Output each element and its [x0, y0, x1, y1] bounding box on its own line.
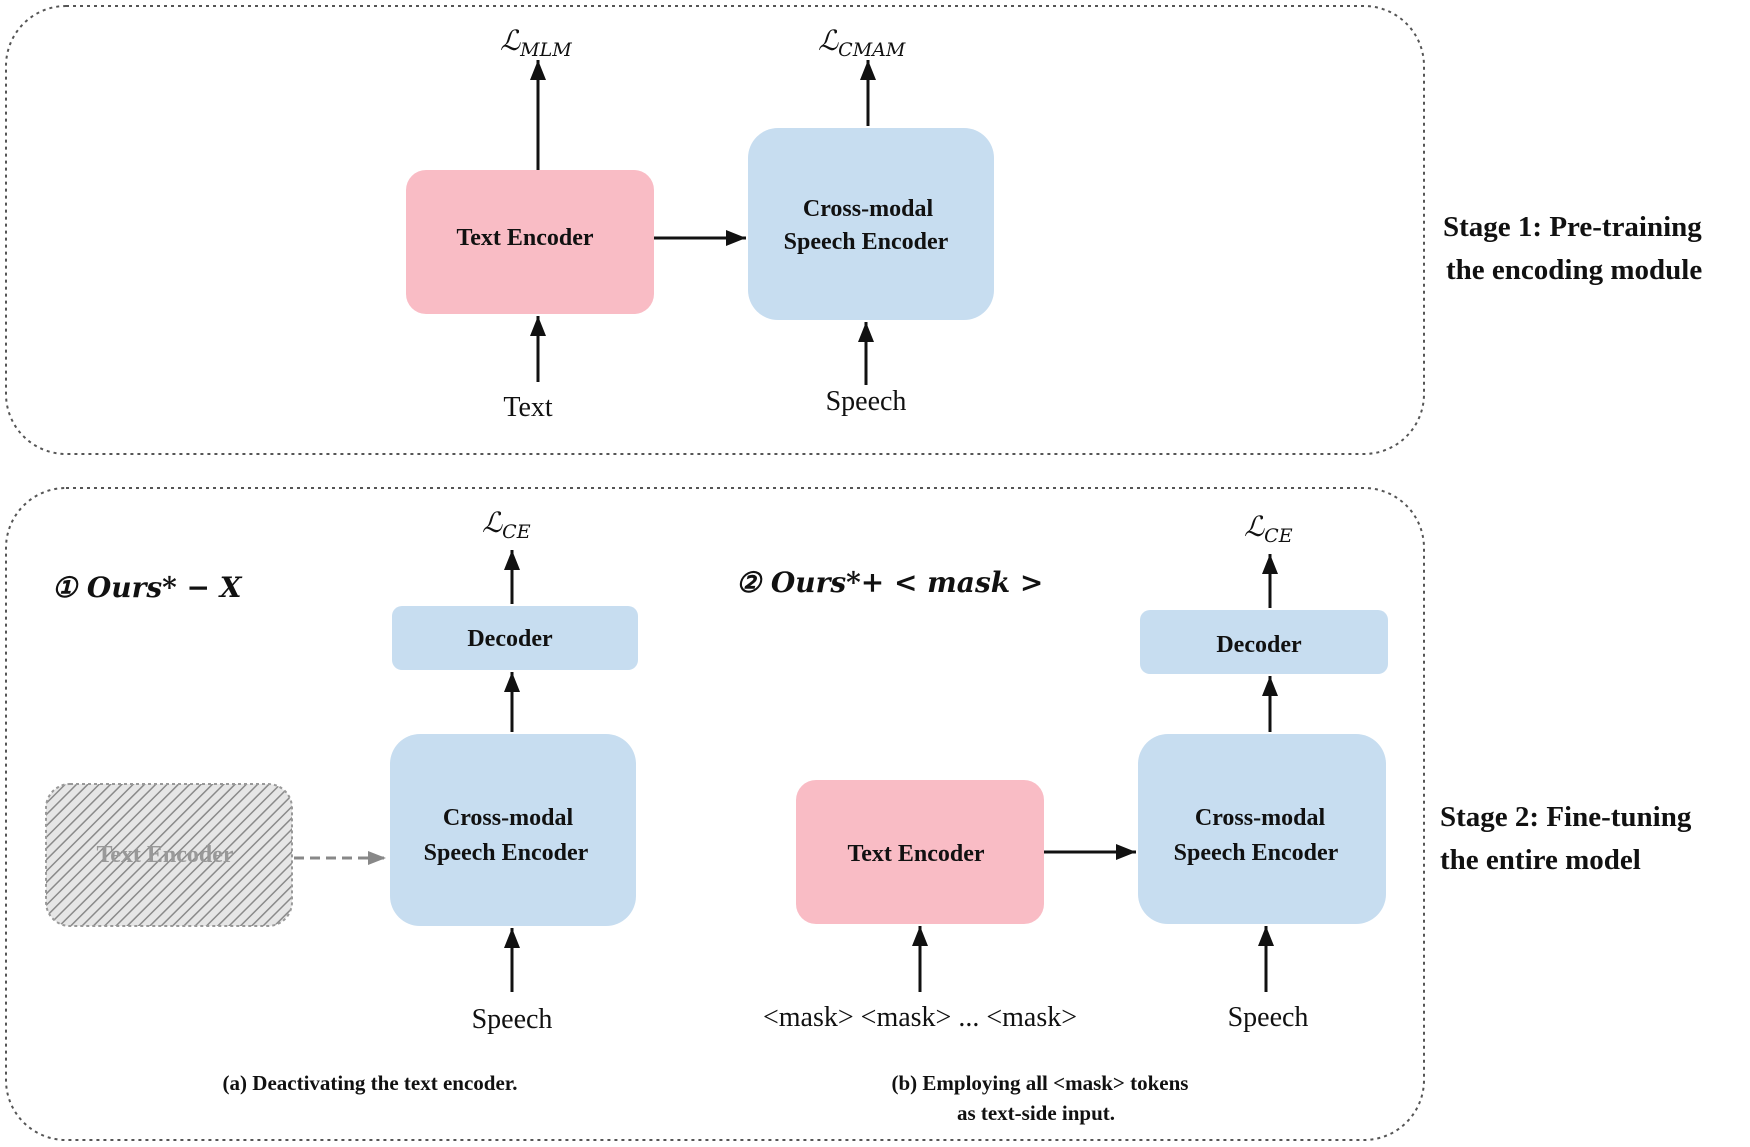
stage1-frame — [5, 5, 1425, 455]
stage2a-speech-encoder-label-line1: Cross-modal — [443, 805, 574, 831]
stage2b-speech-encoder-box — [1138, 734, 1386, 924]
stage2b-speech-encoder-label-line1: Cross-modal — [1195, 805, 1326, 831]
stage1-label-line2: the encoding module — [1446, 254, 1702, 286]
stage1-input-text: Text — [503, 392, 553, 423]
stage1-text-encoder-box — [406, 170, 654, 314]
stage2b-speech-encoder-label-line2: Speech Encoder — [1174, 840, 1339, 866]
stage2a-speech-encoder-box — [390, 734, 636, 926]
stage1-input-speech: Speech — [826, 386, 907, 417]
stage2-label-line2: the entire model — [1440, 844, 1641, 876]
stage1-speech-encoder-label-line2: Speech Encoder — [784, 229, 949, 255]
stage1-label-line1: Stage 1: Pre-training — [1443, 211, 1702, 243]
stage2-variant-a-title: ① Ours* − X — [52, 571, 243, 604]
stage2b-input-mask: <mask> <mask> ... <mask> — [763, 1002, 1077, 1033]
stage2a-text-encoder-deactivated-label: Text Encoder — [96, 842, 233, 868]
stage2b-decoder-box — [1140, 610, 1388, 674]
stage2a-input-speech: Speech — [472, 1004, 553, 1035]
stage1-loss-mlm: ℒMLM — [500, 24, 572, 61]
stage1-speech-encoder-box — [748, 128, 994, 320]
stage2b-text-encoder-label: Text Encoder — [847, 841, 984, 867]
stage2a-speech-encoder-label-line2: Speech Encoder — [424, 840, 589, 866]
stage2-frame — [5, 487, 1425, 1141]
stage2b-text-encoder-box — [796, 780, 1044, 924]
stage2a-loss-ce: ℒCE — [482, 506, 531, 543]
stage1-speech-encoder-label-line1: Cross-modal — [803, 196, 934, 222]
stage2a-text-encoder-deactivated-box — [45, 783, 293, 927]
stage2a-decoder-box — [392, 606, 638, 670]
stage2b-input-speech: Speech — [1228, 1002, 1309, 1033]
stage2a-decoder-label: Decoder — [467, 626, 553, 652]
stage2-variant-b-title: ② Ours*+ < mask > — [736, 566, 1043, 599]
stage2b-decoder-label: Decoder — [1216, 632, 1302, 658]
stage2b-caption-line2: as text-side input. — [957, 1101, 1115, 1125]
stage2b-caption-line1: (b) Employing all <mask> tokens — [892, 1071, 1189, 1095]
stage2b-loss-ce: ℒCE — [1244, 510, 1293, 547]
stage2-label-line1: Stage 2: Fine-tuning — [1440, 801, 1692, 833]
stage1-text-encoder-label: Text Encoder — [456, 225, 593, 251]
stage2a-caption: (a) Deactivating the text encoder. — [223, 1071, 518, 1095]
stage1-loss-cmam: ℒCMAM — [818, 24, 906, 61]
